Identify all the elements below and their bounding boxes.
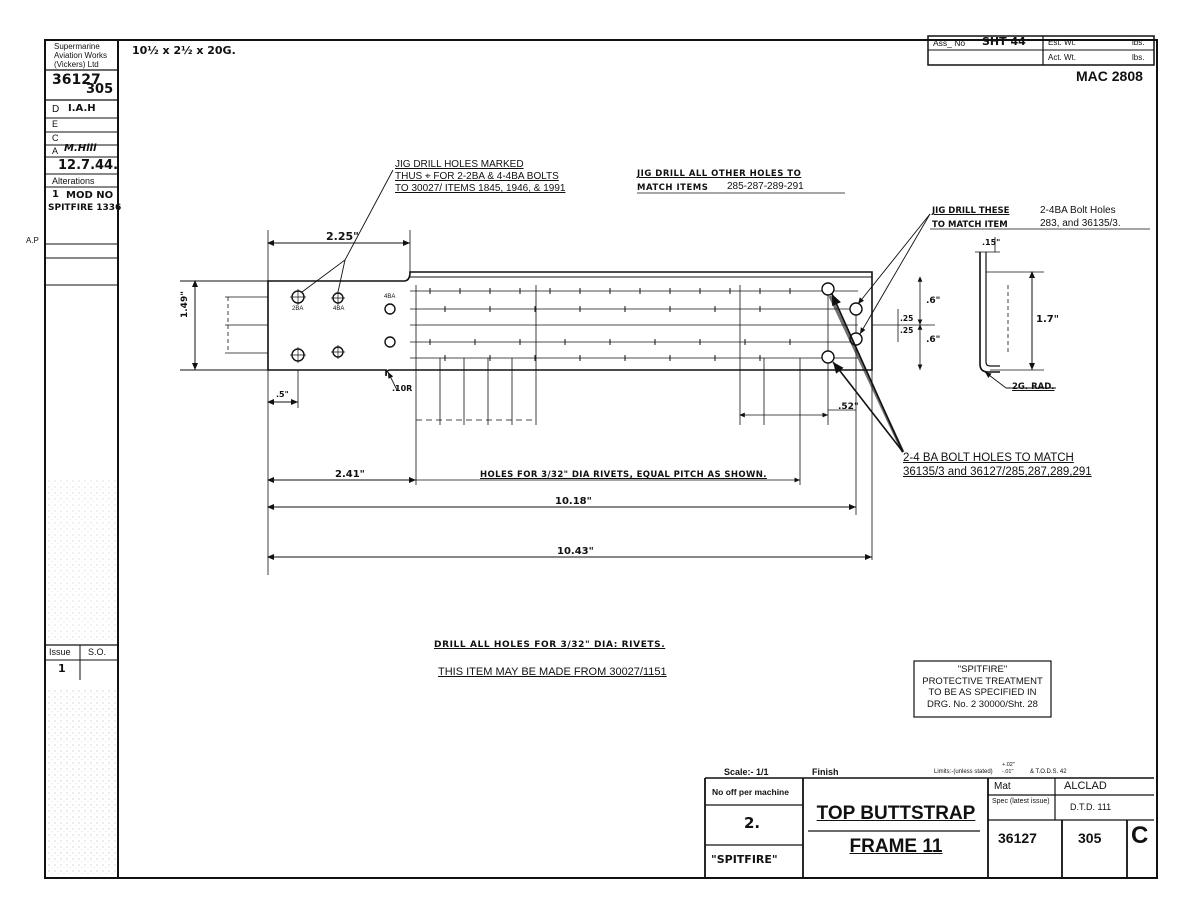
row-a-label: A (52, 146, 59, 156)
drawing-item-number: 305 (1078, 830, 1102, 846)
est-weight-unit: lbs. (1132, 38, 1145, 47)
protective-line-2: PROTECTIVE TREATMENT (922, 675, 1043, 687)
dim-10-18: 10.18" (555, 496, 592, 507)
dim-2-41: 2.41" (335, 469, 365, 480)
dim-0-25-b: .25 (900, 326, 914, 335)
ass-no-label: Ass_ No (933, 38, 966, 48)
bolt-note-line-1: 2-4 BA BOLT HOLES TO MATCH (903, 452, 1074, 464)
issue-letter: C (1131, 822, 1149, 849)
scale-label: Scale:- 1/1 (724, 767, 769, 777)
issue-value: 1 (58, 662, 66, 675)
hole-label-4ba: 4BA (333, 306, 345, 312)
act-weight-label: Act. Wt. (1048, 53, 1076, 62)
row-d-label: D (52, 104, 60, 115)
est-weight-label: Est. Wt. (1048, 38, 1076, 47)
company-line-3: (Vickers) Ltd (54, 60, 99, 69)
limits-values: +.02" -.01" (1002, 762, 1015, 775)
material-label: Mat (994, 781, 1011, 792)
jig-drill-other-line-2: MATCH ITEMS (637, 183, 709, 193)
protective-line-1: "SPITFIRE" (957, 664, 1008, 675)
jig-note-line-2: THUS ⌖ FOR 2-2BA & 4-4BA BOLTS (395, 171, 559, 182)
dim-1-7: 1.7" (1036, 314, 1059, 325)
drawing-number: 36127 (998, 830, 1037, 846)
rivet-pitch-note: HOLES FOR 3/32" DIA RIVETS, EQUAL PITCH … (480, 470, 767, 480)
jig-note-line-3: TO 30027/ ITEMS 1845, 1946, & 1991 (395, 183, 566, 194)
row-e-label: E (52, 119, 59, 129)
bolt-note-line-2: 36135/3 and 36127/285,287,289,291 (903, 466, 1092, 478)
limits-standard: & T.O.D.S. 42 (1030, 769, 1067, 775)
part-title-line-2: FRAME 11 (849, 836, 943, 857)
dim-1-49: 1.49" (180, 291, 190, 318)
dim-2-25: 2.25" (326, 230, 359, 243)
part-title-line-1: TOP BUTTSTRAP (816, 803, 976, 824)
company-line-2: Aviation Works (54, 51, 108, 60)
issue-column-label: Issue (49, 647, 71, 657)
spec-value: D.T.D. 111 (1070, 802, 1112, 812)
may-be-made-from-note: THIS ITEM MAY BE MADE FROM 30027/1151 (438, 666, 667, 678)
jig-drill-these-label: JIG DRILL THESE (932, 206, 1010, 216)
dim-0-5: .5" (276, 390, 289, 399)
company-line-1: Supermarine (54, 42, 100, 51)
approval-date: 12.7.44. (58, 158, 119, 173)
dim-radius-0-10: .10R (392, 384, 413, 393)
jig-drill-other-line-1: JIG DRILL ALL OTHER HOLES TO (637, 169, 802, 179)
protective-line-4: DRG. No. 2 30000/Sht. 28 (927, 698, 1038, 710)
material-value: ALCLAD (1064, 780, 1107, 792)
limits-label: Limits:-(unless stated) (934, 769, 993, 775)
spec-label: Spec (latest issue) (992, 798, 1050, 805)
alterations-label: Alterations (52, 176, 95, 186)
drill-all-holes-note: DRILL ALL HOLES FOR 3/32" DIA: RIVETS. (434, 640, 666, 650)
dim-0-52: .52" (838, 402, 859, 412)
mod-reference: SPITFIRE 1336 (48, 203, 122, 213)
mod-number-label: MOD NO (66, 190, 114, 201)
act-weight-unit: lbs. (1132, 53, 1145, 62)
dim-bend-radius: 2G. RAD. (1012, 382, 1055, 392)
hole-label-4ba-upper: 4BA (384, 294, 396, 300)
to-match-item-refs: 283, and 36135/3. (1040, 218, 1121, 229)
dim-0-6-upper: .6" (926, 296, 941, 306)
bolt-holes-match-note: 2-4 BA BOLT HOLES TO MATCH 36135/3 and 3… (903, 451, 1092, 479)
to-match-item-label: TO MATCH ITEM (932, 220, 1008, 230)
finish-label: Finish (812, 767, 839, 777)
jig-drill-other-items: 285-287-289-291 (727, 181, 804, 192)
number-off-label: No off per machine (712, 787, 789, 797)
protective-line-3: TO BE AS SPECIFIED IN (928, 687, 1037, 698)
ap-margin-mark: A.P (26, 236, 39, 245)
issue-mark-1: 1 (52, 189, 59, 200)
dim-0-25-a: .25 (900, 314, 914, 323)
aircraft-name: "SPITFIRE" (711, 853, 778, 866)
drawing-number-stamp: 36127 (52, 72, 101, 88)
so-column-label: S.O. (88, 647, 107, 657)
jig-note-line-1: JIG DRILL HOLES MARKED (395, 159, 524, 170)
number-off-value: 2. (744, 814, 761, 832)
dim-0-6-lower: .6" (926, 335, 941, 345)
row-d-initials: I.A.H (68, 103, 96, 114)
hole-label-2ba: 2BA (292, 306, 304, 312)
jig-drill-marked-note: JIG DRILL HOLES MARKED THUS ⌖ FOR 2-2BA … (395, 159, 565, 195)
protective-treatment-note: "SPITFIRE" PROTECTIVE TREATMENT TO BE AS… (914, 664, 1051, 710)
drawing-sheet-stamp: 305 (86, 82, 114, 97)
jig-drill-these-holes: 2-4BA Bolt Holes (1040, 205, 1116, 216)
mac-number: MAC 2808 (1076, 68, 1143, 84)
material-size: 10½ x 2½ x 20G. (132, 44, 236, 57)
row-c-label: C (52, 133, 59, 143)
dim-10-43: 10.43" (557, 546, 594, 557)
row-a-initials: M.Hill (64, 143, 97, 154)
company-block: Supermarine Aviation Works (Vickers) Ltd (54, 42, 107, 69)
dim-0-15: .15" (982, 238, 1001, 247)
ass-no-value: SHT 44 (982, 35, 1026, 48)
